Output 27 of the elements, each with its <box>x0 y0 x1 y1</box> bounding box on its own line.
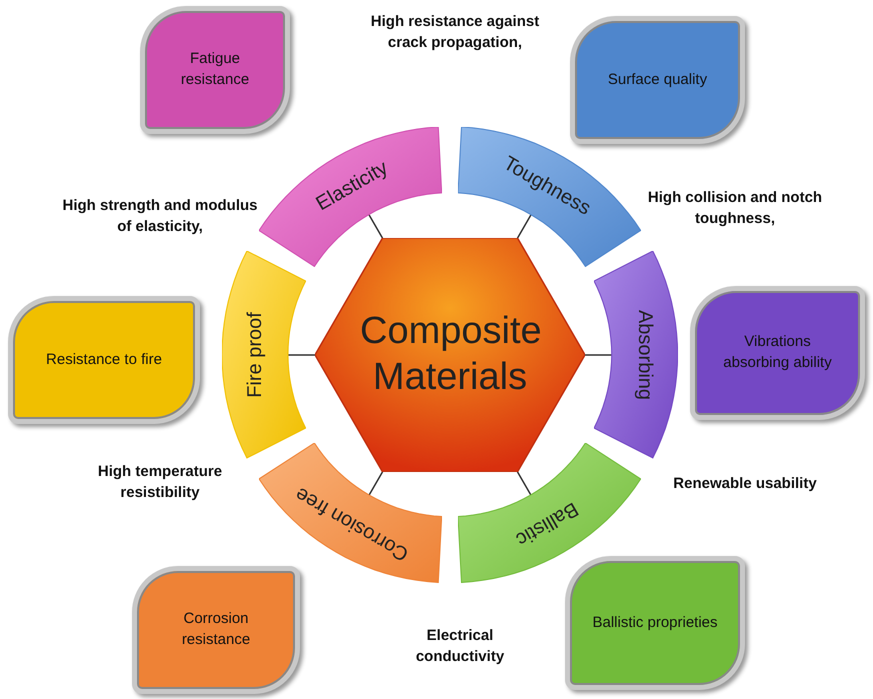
property-card <box>132 566 300 694</box>
property-card <box>570 16 745 144</box>
card-text: Surface quality <box>608 70 708 90</box>
center-title: Composite Materials <box>360 309 540 400</box>
connector-line <box>516 214 532 238</box>
property-card <box>565 556 745 690</box>
card-text: Ballistic proprieties <box>592 612 718 633</box>
property-note: Renewable usability <box>672 474 818 494</box>
card-text: Resistance to fire <box>46 350 162 370</box>
property-note: High strength and modulus of elasticity, <box>62 196 258 237</box>
segment-label: Absorbing <box>634 310 655 400</box>
connector-line <box>516 472 532 496</box>
property-card <box>8 296 200 424</box>
card-text: Corrosion resistance <box>180 609 252 650</box>
connector-line <box>585 354 612 356</box>
property-note: High temperature resistibility <box>96 462 224 503</box>
connector-line <box>288 354 315 356</box>
property-card <box>140 6 290 134</box>
segment-label: Fire proof <box>245 312 265 398</box>
property-note: Electrical conductivity <box>414 626 506 667</box>
connector-line <box>368 214 384 238</box>
property-card <box>690 286 865 420</box>
property-note: High collision and notch toughness, <box>646 188 824 229</box>
card-text: Fatigue resistance <box>180 49 250 90</box>
property-note: High resistance against crack propagation, <box>370 12 540 53</box>
connector-line <box>368 472 384 496</box>
card-text: Vibrations absorbing ability <box>722 332 833 373</box>
